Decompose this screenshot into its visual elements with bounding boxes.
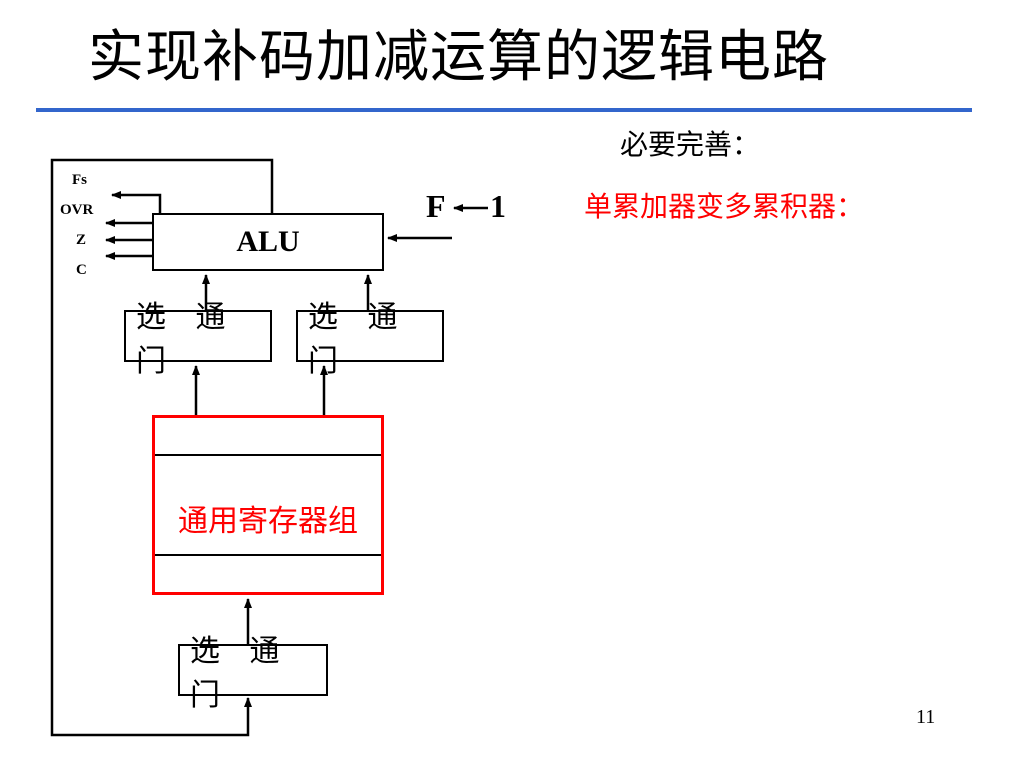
flag-ovr: OVR	[60, 202, 94, 218]
f-label: F	[426, 188, 446, 224]
register-file-label: 通用寄存器组	[178, 504, 358, 539]
selector-gate-bottom: 选 通 门	[178, 634, 328, 713]
gate-label: 选 通 门	[308, 300, 408, 379]
flag-wire-fs	[111, 191, 162, 213]
feedback-wire	[50, 158, 274, 737]
alu-box: ALU	[152, 213, 384, 271]
register-divider	[155, 554, 381, 556]
flag-z: Z	[76, 232, 87, 248]
register-divider	[155, 454, 381, 456]
page-number: 11	[916, 706, 936, 728]
one-label: 1	[490, 188, 506, 224]
selector-gate-left: 选 通 门	[124, 300, 272, 379]
register-file: 通用寄存器组	[152, 415, 384, 595]
alu-label: ALU	[236, 225, 300, 258]
note-multi-accumulator: 单累加器变多累积器：	[584, 190, 865, 223]
flag-fs: Fs	[72, 172, 87, 188]
note-necessary-improvement: 必要完善：	[620, 128, 761, 161]
gate-label: 选 通 门	[190, 634, 290, 713]
slide-title: 实现补码加减运算的逻辑电路	[88, 25, 829, 90]
selector-gate-right: 选 通 门	[296, 300, 444, 379]
flag-c: C	[76, 262, 87, 278]
gate-label: 选 通 门	[136, 300, 236, 379]
title-divider	[36, 108, 972, 112]
